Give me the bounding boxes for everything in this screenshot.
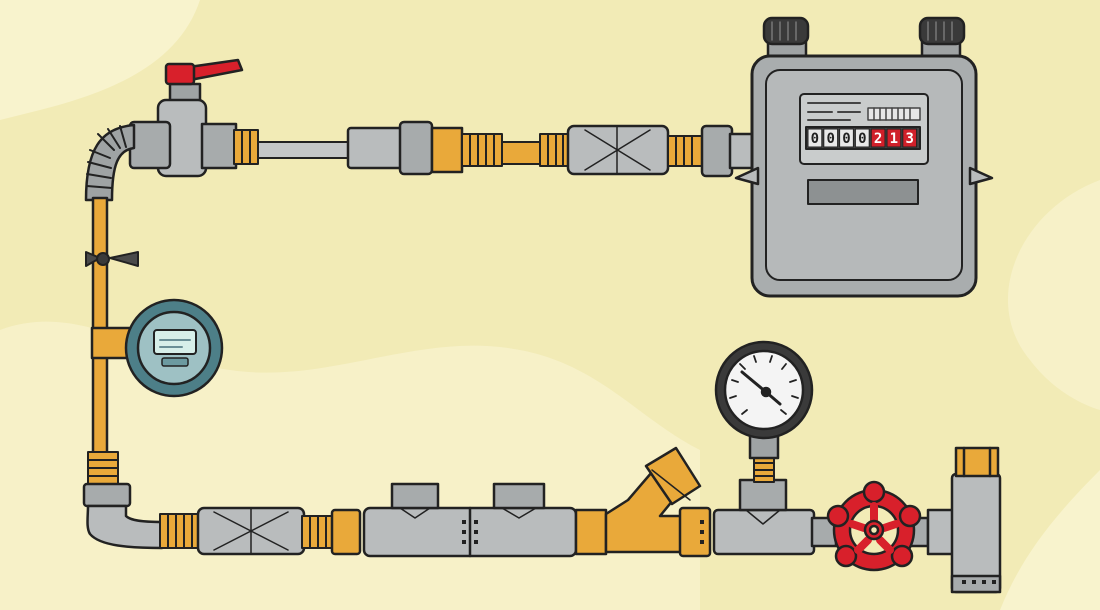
- hex-nut: [346, 126, 405, 170]
- meter-digit-cell: [839, 128, 854, 148]
- meter-fine-print: [807, 102, 861, 121]
- handwheel-valve: [810, 480, 930, 572]
- tee-fitting-pair: [362, 482, 578, 558]
- digital-flow-sensor: [90, 298, 224, 398]
- meter-digit-cell: [886, 128, 902, 148]
- pressure-gauge: [714, 340, 814, 460]
- bottom-pipe-run: [159, 340, 1002, 594]
- end-tee-cap: [926, 446, 1002, 594]
- meter-digit-cell: [854, 128, 870, 148]
- steel-pipe: [254, 141, 356, 159]
- meter-digit-cell: [823, 128, 839, 148]
- wye-strainer: [574, 446, 712, 558]
- meter-digit: 0: [826, 131, 834, 147]
- meter-scale: [867, 107, 921, 121]
- meter-digit: 0: [842, 131, 850, 147]
- brass-coupling: [430, 126, 464, 174]
- meter-digit: 3: [905, 131, 913, 147]
- left-pipe-run: [82, 58, 259, 550]
- meter-lower-window: [807, 179, 919, 205]
- brass-thread: [461, 133, 503, 167]
- pipe-union: [566, 124, 670, 176]
- flexible-elbow-hose: [84, 123, 136, 202]
- butterfly-valve: [85, 251, 139, 267]
- top-pipe-run: [254, 120, 756, 178]
- pipe-union: [196, 506, 306, 556]
- meter-digit: 0: [858, 131, 866, 147]
- meter-digit: 1: [890, 131, 898, 147]
- ball-valve: [128, 58, 259, 178]
- meter-digit: 2: [874, 131, 882, 147]
- meter-digit-cell: [902, 128, 918, 148]
- gauge-tee: [712, 478, 816, 556]
- meter-digit: 0: [811, 131, 819, 147]
- bottom-left-elbow: [82, 482, 164, 550]
- meter-digit-cell: [807, 128, 823, 148]
- meter-digit-cell: [870, 128, 886, 148]
- brass-thread: [87, 451, 119, 487]
